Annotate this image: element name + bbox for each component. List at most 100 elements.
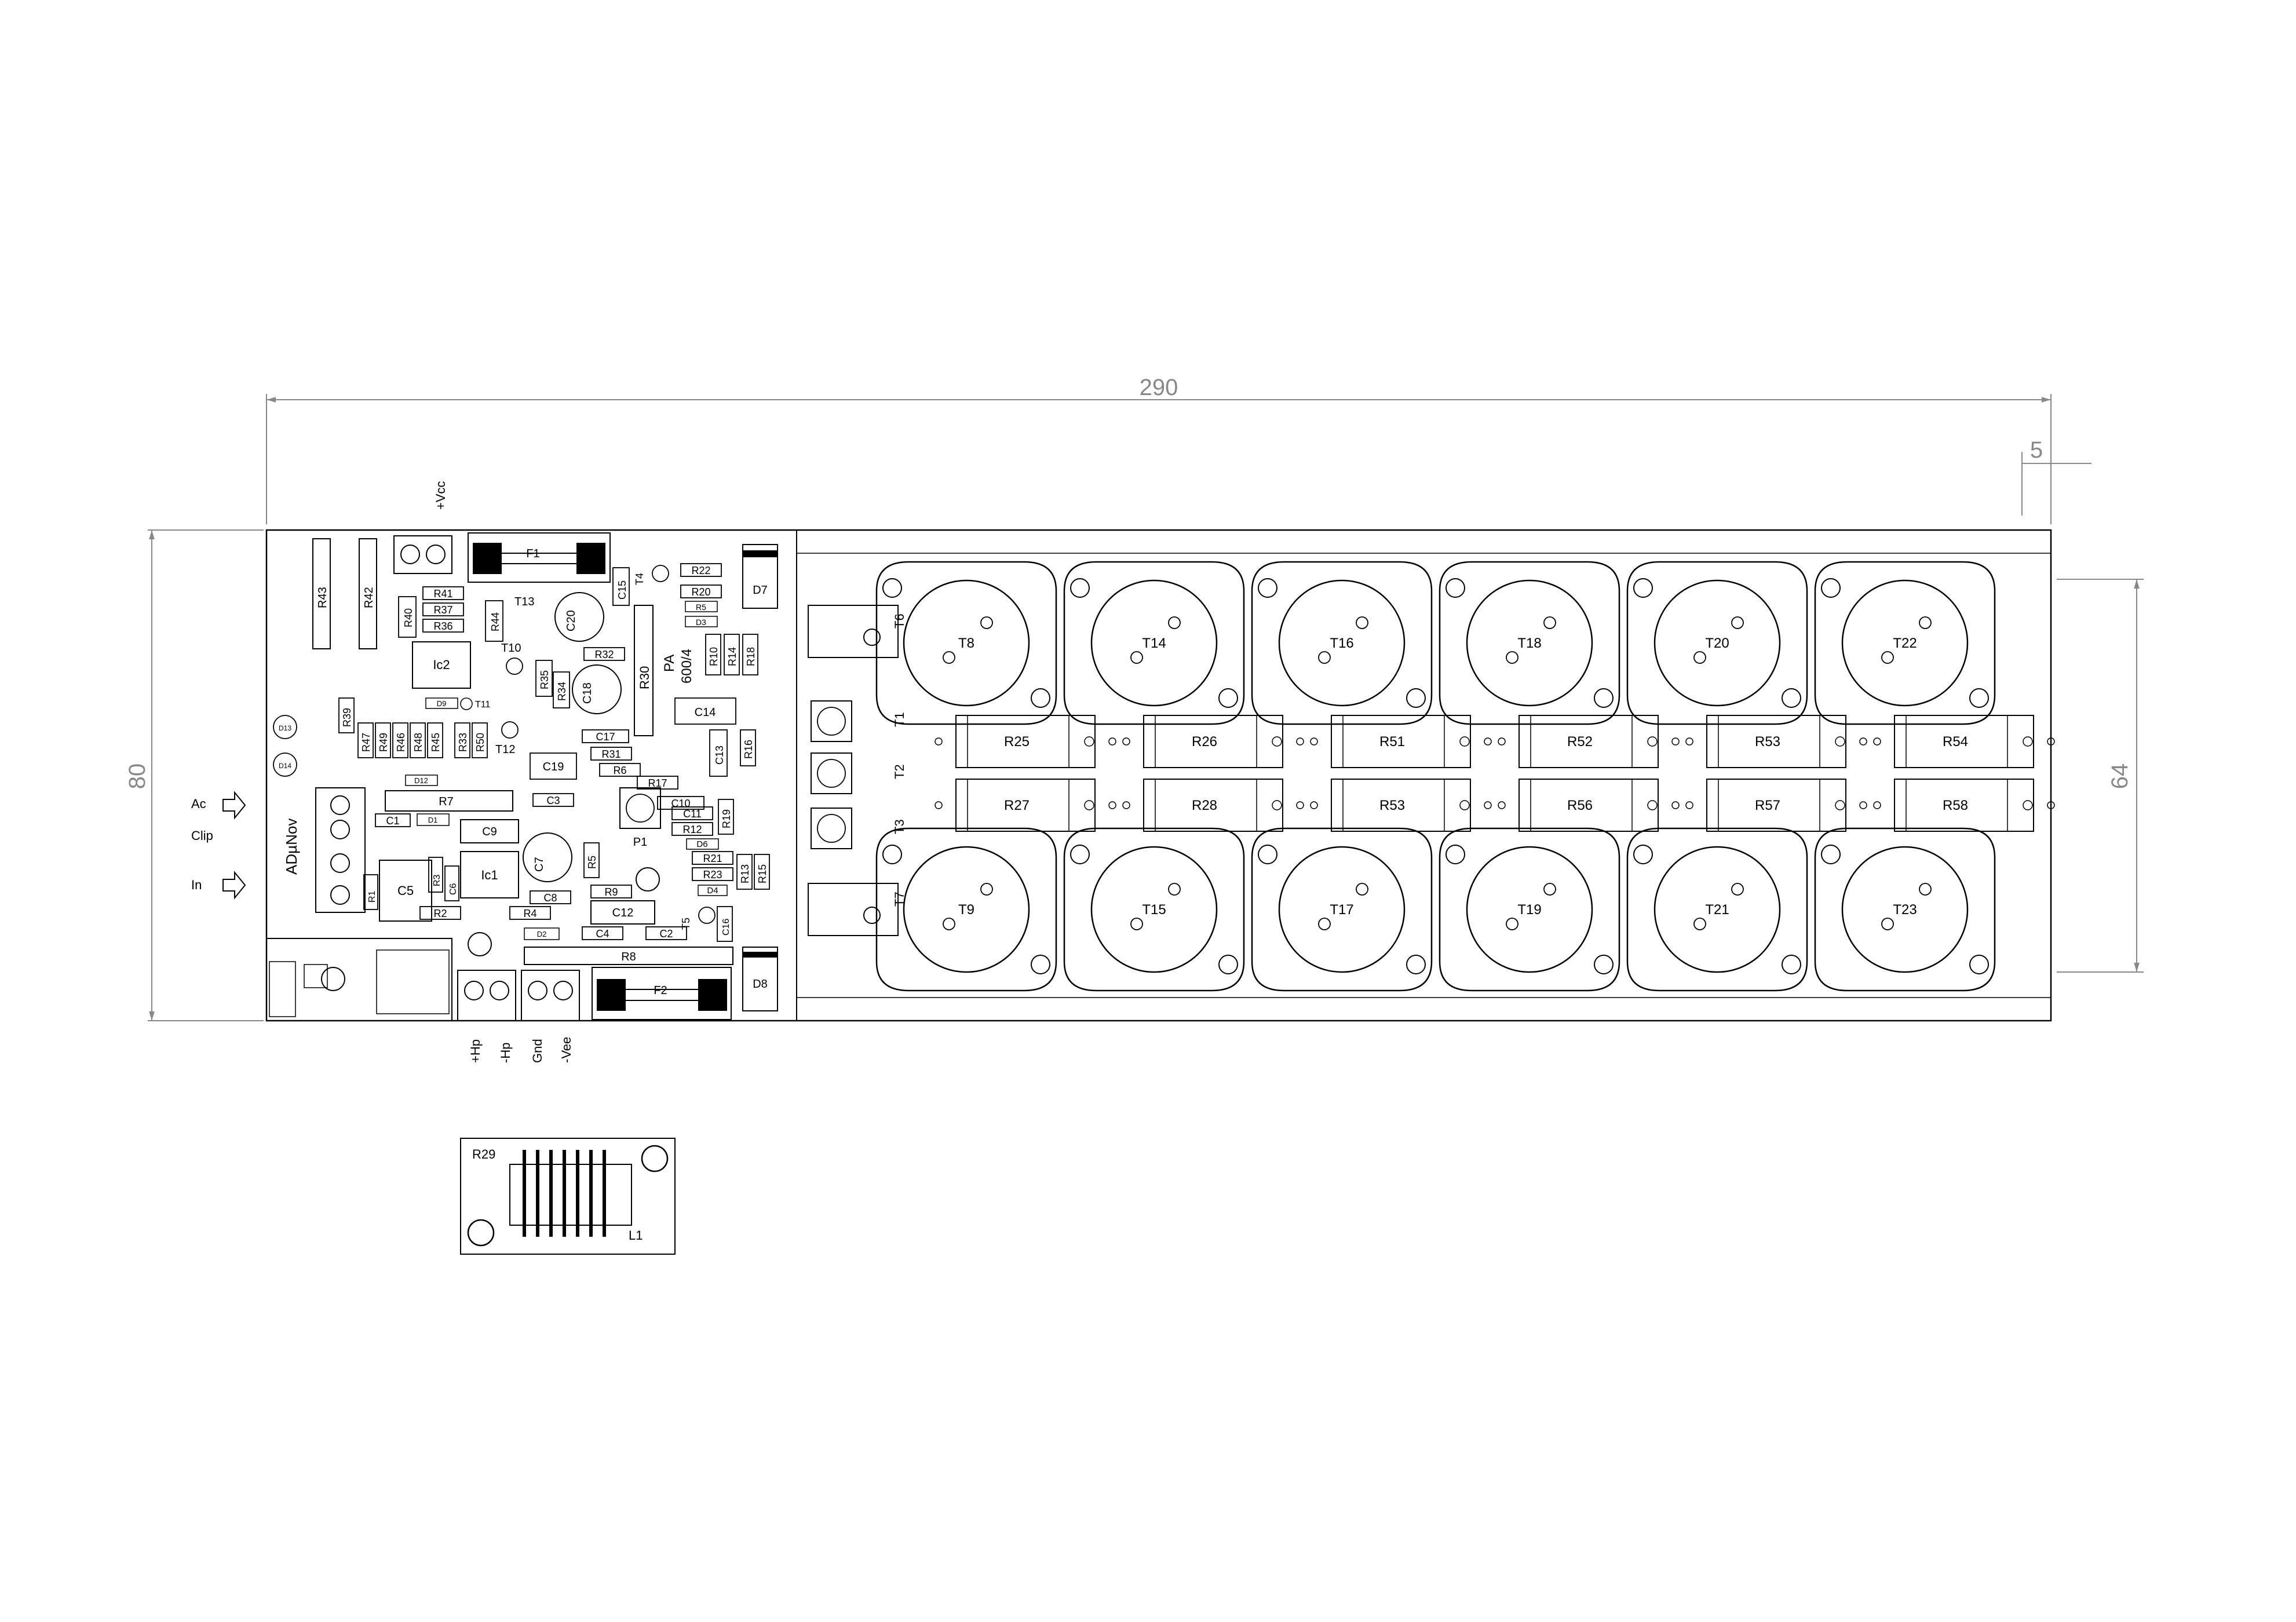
svg-text:R40: R40 [403, 608, 414, 627]
resistor-r39: R39 [338, 697, 355, 733]
resistor-r47: R47 [357, 722, 374, 758]
emitter-resistor-label: R53 [1755, 734, 1780, 750]
svg-text:C5: C5 [397, 883, 414, 898]
resistor-r2: R2 [419, 906, 461, 920]
resistor-r16: R16 [740, 729, 756, 766]
svg-text:R14: R14 [727, 647, 738, 666]
driver-transistor-label: T2 [892, 764, 907, 779]
brand-label: ADµNov [283, 819, 300, 875]
svg-text:R50: R50 [474, 733, 486, 752]
resistor-r30: R30 [634, 605, 654, 736]
resistor-r3: R3 [428, 857, 443, 893]
emitter-resistor: R51 [1310, 715, 1492, 768]
svg-text:D8: D8 [753, 978, 768, 991]
in-arrow-icon [222, 871, 246, 900]
diode-d6: D6 [686, 838, 719, 850]
resistor-r21: R21 [692, 851, 733, 865]
to3-transistor: T20 [1626, 561, 1808, 725]
svg-text:R7: R7 [439, 795, 454, 808]
coil-detail: R29 L1 [460, 1138, 676, 1255]
resistor-r1: R1 [363, 874, 378, 910]
emitter-resistor: R53 [1310, 779, 1492, 832]
svg-text:C13: C13 [714, 746, 725, 765]
emitter-resistor-label: R56 [1567, 798, 1593, 813]
diode-d1: D1 [417, 813, 450, 826]
to3-transistor: T15 [1063, 827, 1245, 992]
diode-d8: D8 [742, 947, 778, 1011]
to3-transistor: T19 [1439, 827, 1620, 992]
capacitor-c19: C19 [530, 752, 577, 780]
capacitor-c1: C1 [375, 813, 411, 827]
emitter-resistor-label: R54 [1943, 734, 1968, 750]
transistor-t4: T4 [634, 565, 669, 585]
emitter-resistor: R25 [935, 715, 1116, 768]
svg-text:R48: R48 [413, 733, 424, 752]
resistor-r4: R4 [509, 906, 551, 920]
resistor-r23: R23 [692, 867, 733, 881]
svg-text:R46: R46 [395, 733, 407, 752]
svg-text:T10: T10 [501, 642, 521, 655]
transistor-t12: T12 [495, 721, 519, 756]
svg-text:R33: R33 [457, 733, 469, 752]
capacitor-c14: C14 [674, 697, 736, 725]
svg-text:R44: R44 [490, 612, 501, 631]
output-terminal-block-power [521, 970, 580, 1021]
emitter-resistor: R56 [1498, 779, 1680, 832]
resistor-r49: R49 [375, 722, 391, 758]
svg-text:D6: D6 [696, 839, 707, 849]
driver-transistor: T3 [811, 808, 907, 849]
svg-text:T11: T11 [475, 700, 490, 710]
vcc-label: +Vcc [433, 481, 448, 510]
fuse-f1-label: F1 [526, 547, 539, 560]
diode-d12: D12 [405, 775, 438, 786]
resistor-r8: R8 [524, 947, 733, 965]
capacitor-c9: C9 [460, 819, 519, 843]
svg-text:C1: C1 [386, 815, 399, 827]
svg-text:R6: R6 [613, 765, 626, 776]
svg-text:R10: R10 [708, 647, 720, 666]
svg-text:C4: C4 [596, 928, 609, 940]
capacitor-c15: C15 [612, 567, 630, 606]
svg-text:C9: C9 [482, 825, 497, 838]
fuse-f2 [592, 967, 732, 1020]
resistor-r10: R10 [705, 634, 721, 675]
to3-transistor-label: T8 [958, 635, 974, 651]
to3-transistor: T9 [875, 827, 1057, 992]
svg-text:R12: R12 [682, 824, 702, 835]
coil-resistor-label: R29 [472, 1147, 495, 1161]
r43-label: R43 [316, 587, 329, 608]
svg-text:C15: C15 [616, 580, 628, 600]
svg-text:R15: R15 [757, 864, 768, 883]
svg-text:D13: D13 [279, 724, 291, 732]
resistor-r44: R44 [485, 600, 503, 642]
svg-text:T12: T12 [495, 743, 515, 756]
svg-text:R2: R2 [433, 908, 447, 919]
dimension-height-label: 80 [125, 763, 150, 790]
emitter-resistor-label: R28 [1192, 798, 1217, 813]
svg-text:R34: R34 [556, 682, 568, 701]
diode-d2: D2 [524, 927, 560, 940]
capacitor-c7: C7 [523, 832, 572, 882]
diode-d9: D9 [425, 697, 458, 709]
capacitor-c12: C12 [590, 900, 655, 925]
svg-text:D14: D14 [279, 762, 291, 770]
emitter-resistor-label: R57 [1755, 798, 1780, 813]
input-terminal-block [315, 787, 366, 913]
resistor-r9: R9 [590, 885, 632, 898]
svg-text:R20: R20 [691, 586, 710, 598]
svg-text:T5: T5 [680, 918, 692, 930]
to3-transistor-label: T19 [1517, 902, 1541, 918]
svg-text:C12: C12 [612, 907, 634, 919]
driver-transistor: T6 [808, 605, 907, 658]
svg-text:D4: D4 [707, 886, 718, 896]
svg-text:R35: R35 [539, 670, 550, 689]
emitter-resistor-label: R25 [1004, 734, 1030, 750]
svg-text:R45: R45 [430, 733, 441, 752]
fuse-f1 [468, 532, 611, 583]
emitter-resistor-label: R27 [1004, 798, 1030, 813]
resistor-r22: R22 [680, 563, 722, 577]
dimension-margin-label: 5 [2030, 437, 2043, 463]
to3-transistor-label: T23 [1893, 902, 1917, 918]
to3-transistor: T22 [1814, 561, 1996, 725]
